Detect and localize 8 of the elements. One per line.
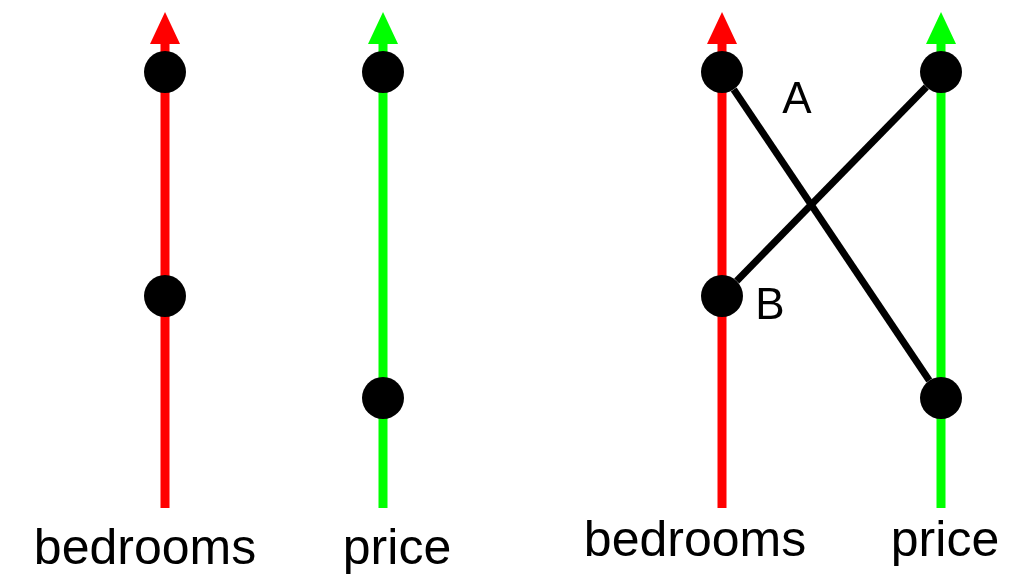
axis-label: bedrooms: [583, 514, 807, 564]
axis-label: bedrooms: [33, 522, 257, 572]
axis-label: price: [890, 514, 1000, 564]
axis-label: price: [342, 522, 452, 572]
connector-line: [734, 84, 929, 284]
axis-label: A: [782, 76, 812, 120]
connector-line: [730, 87, 933, 383]
axis-label: B: [755, 282, 785, 326]
